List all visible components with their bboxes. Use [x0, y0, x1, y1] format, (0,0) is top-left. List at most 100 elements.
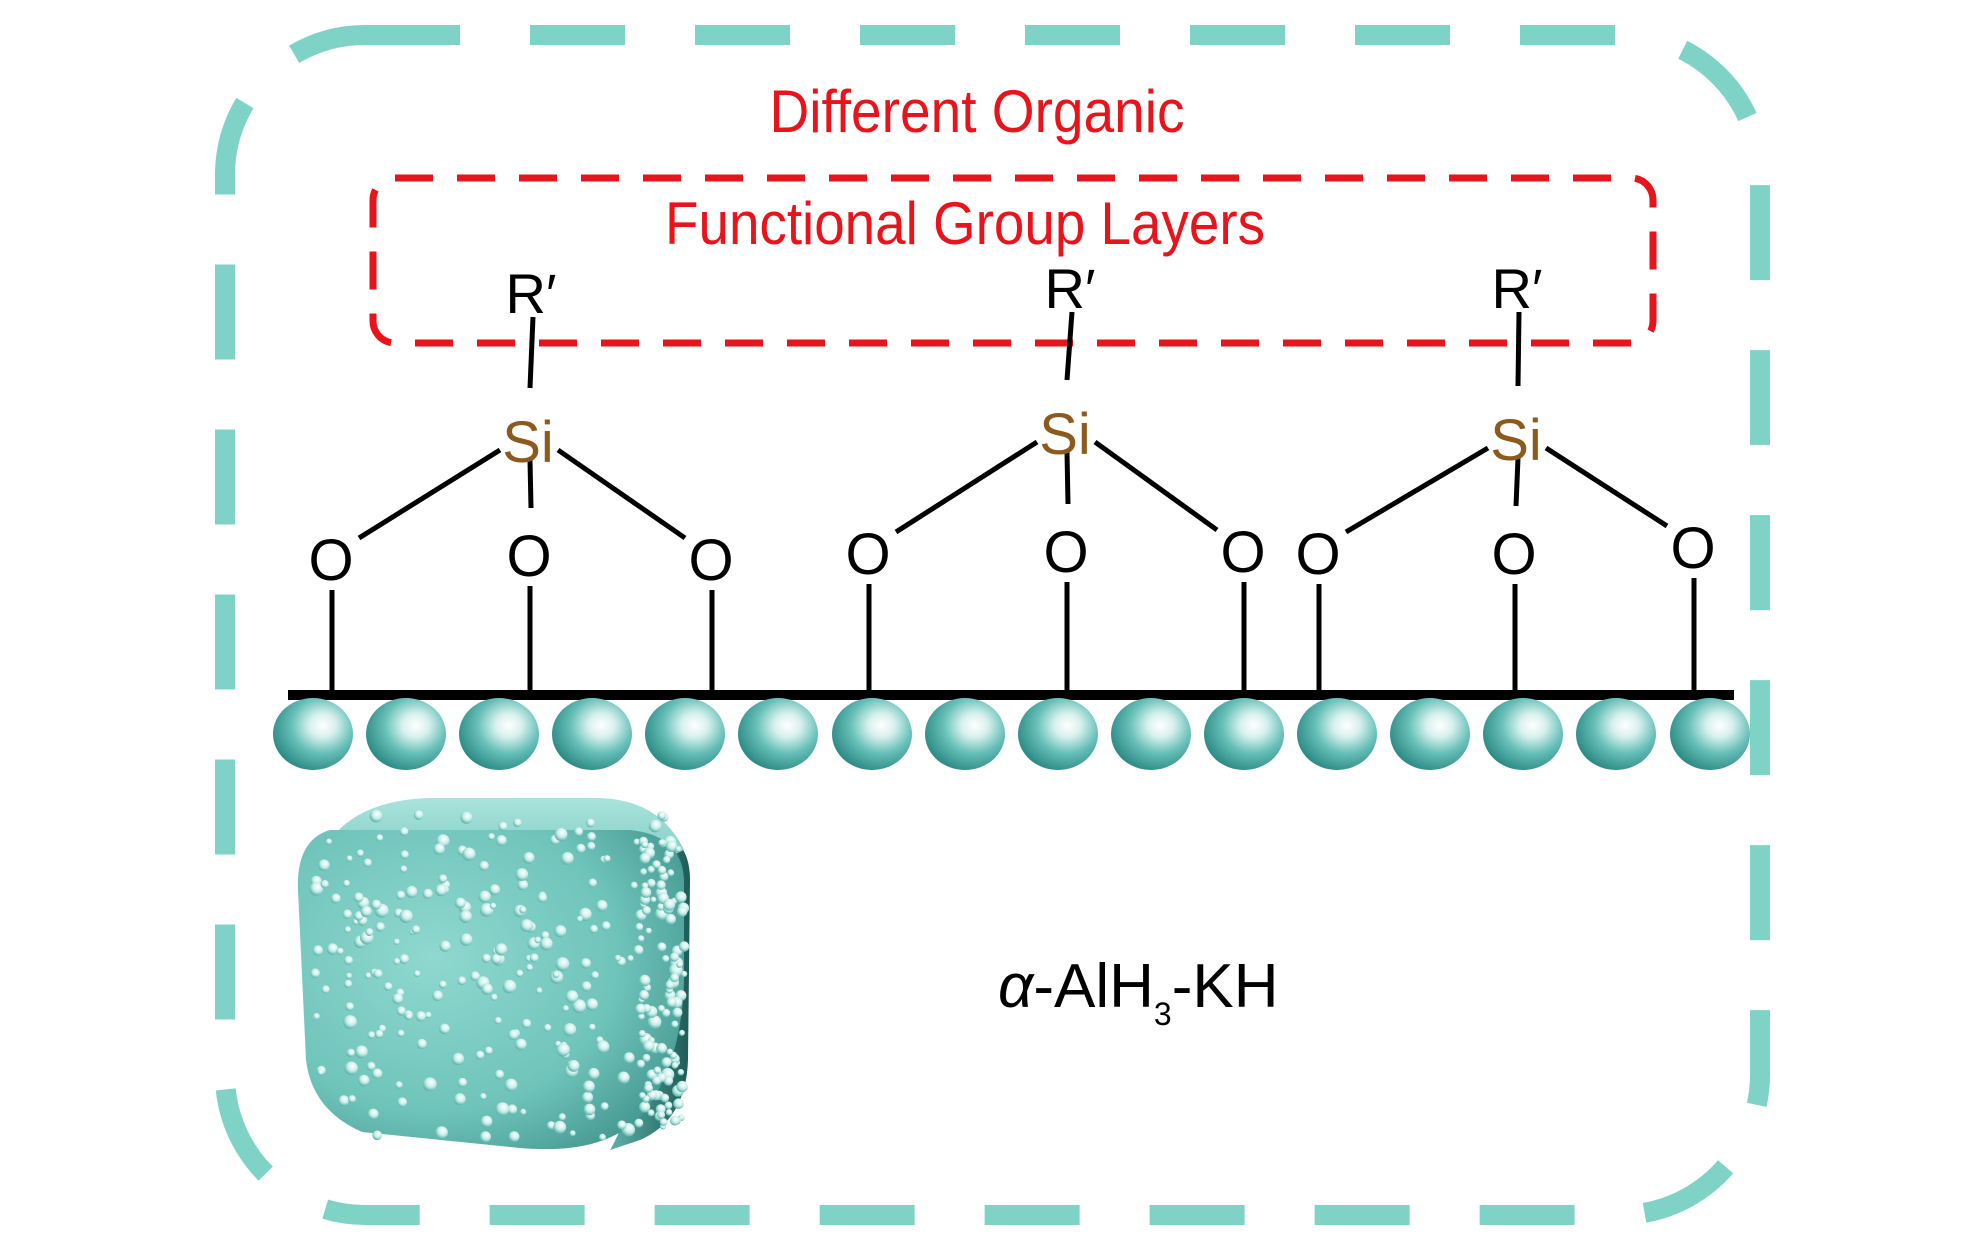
- particle-dot: [664, 1101, 673, 1110]
- particle-dot: [360, 905, 372, 918]
- particle-dot: [657, 1005, 665, 1013]
- particle-dot: [478, 890, 491, 903]
- particle-dot: [338, 1095, 350, 1106]
- particle-dot: [364, 972, 372, 979]
- particle-dot: [617, 1120, 627, 1130]
- particle-dot: [661, 1057, 672, 1068]
- particle-dot: [656, 942, 667, 952]
- particle-dot: [596, 900, 608, 912]
- particle-dot: [672, 1007, 683, 1018]
- compound-label: α-AlH3-KH: [998, 952, 1279, 1032]
- particle-dot: [671, 1020, 679, 1028]
- particle-dot: [392, 993, 404, 1005]
- particle-dot: [320, 880, 329, 889]
- particle-dot: [617, 1071, 630, 1084]
- oxygen-label: O: [308, 528, 353, 593]
- particle-dot: [460, 811, 473, 824]
- particle-dot: [318, 859, 330, 871]
- bond-si-o: [556, 447, 687, 541]
- particle-dot: [665, 1109, 673, 1116]
- surface-sphere: [1670, 698, 1750, 770]
- compound-subscript: 3: [1154, 996, 1172, 1032]
- particle-dot: [563, 1023, 577, 1037]
- particle-dot: [369, 809, 383, 823]
- particle-dot: [330, 893, 341, 904]
- particle-dot: [536, 987, 543, 994]
- oxygen-label: O: [1491, 522, 1536, 587]
- particle-dot: [569, 1130, 576, 1137]
- particle-dot: [400, 850, 409, 859]
- particle-dot: [481, 983, 493, 995]
- particle-dot: [504, 1078, 518, 1092]
- particle-dot: [603, 855, 611, 863]
- particle-dot: [560, 852, 574, 865]
- particle-dot: [676, 1080, 688, 1093]
- particle-dot: [636, 1059, 645, 1069]
- bond-si-o: [527, 459, 534, 509]
- surface-sphere: [1576, 698, 1656, 770]
- particle-dot: [657, 903, 665, 911]
- outer-dashed-frame: [215, 25, 1770, 1225]
- particle-dot: [641, 906, 651, 915]
- particle-dot: [634, 1118, 644, 1128]
- particle-dot: [457, 1077, 467, 1088]
- title-line-1: Different Organic: [770, 78, 1185, 145]
- surface-bar: [288, 690, 1734, 700]
- particle-dot: [367, 1108, 379, 1120]
- particle-dot: [432, 990, 443, 1002]
- particle-dot: [647, 1015, 662, 1029]
- particle-dot: [371, 1068, 383, 1079]
- particle-dot: [665, 913, 676, 925]
- particle-dot: [572, 999, 587, 1014]
- particle-dot: [490, 993, 498, 1001]
- particle-dot: [415, 1011, 426, 1022]
- particle-dot: [399, 827, 409, 836]
- particle-dot: [495, 1102, 510, 1116]
- particle-dot: [676, 906, 688, 917]
- particle-dot: [479, 1131, 491, 1143]
- particle-dot: [588, 878, 597, 888]
- particle-dot: [342, 879, 350, 887]
- particle-dot: [438, 980, 447, 989]
- particle-dot: [567, 1060, 580, 1072]
- particle-dot: [363, 858, 372, 868]
- particle-dot: [422, 1077, 437, 1092]
- alh3-particle: [297, 798, 690, 1150]
- particle-dot: [317, 1069, 324, 1076]
- particle-dot: [489, 884, 501, 896]
- particle-dot: [663, 898, 676, 911]
- surface-sphere: [738, 698, 818, 770]
- particle-dot: [422, 888, 433, 900]
- particle-dot: [346, 1048, 355, 1057]
- particle-dot: [638, 1030, 646, 1038]
- particle-dot: [396, 890, 406, 900]
- particle-dot: [638, 990, 650, 1001]
- particle-dot: [393, 938, 400, 945]
- particle-dot: [405, 1012, 413, 1020]
- compound-suffix: -KH: [1172, 952, 1279, 1021]
- particle-dot: [520, 1108, 527, 1115]
- particle-dot: [515, 969, 524, 978]
- particle-dot: [312, 945, 323, 956]
- particle-dot: [543, 1024, 552, 1032]
- particle-dot: [413, 810, 424, 820]
- particle-dot: [558, 1113, 566, 1121]
- particle-dot: [313, 1013, 320, 1020]
- oxygen-label: O: [1043, 520, 1088, 585]
- particle-dot: [669, 973, 679, 983]
- particle-dot: [652, 1076, 661, 1086]
- particle-dot: [487, 833, 495, 841]
- surface-sphere-row: [273, 698, 1750, 770]
- particle-dot: [574, 827, 583, 837]
- particle-dot: [457, 976, 467, 985]
- functional-group-highlight-box: [369, 174, 1657, 347]
- particle-dot: [367, 1031, 375, 1039]
- particle-dot: [489, 902, 497, 910]
- particle-dot: [537, 892, 547, 903]
- particle-dot: [586, 818, 595, 828]
- particle-dot: [555, 957, 570, 971]
- surface-sphere: [366, 698, 446, 770]
- particle-dot: [399, 865, 408, 873]
